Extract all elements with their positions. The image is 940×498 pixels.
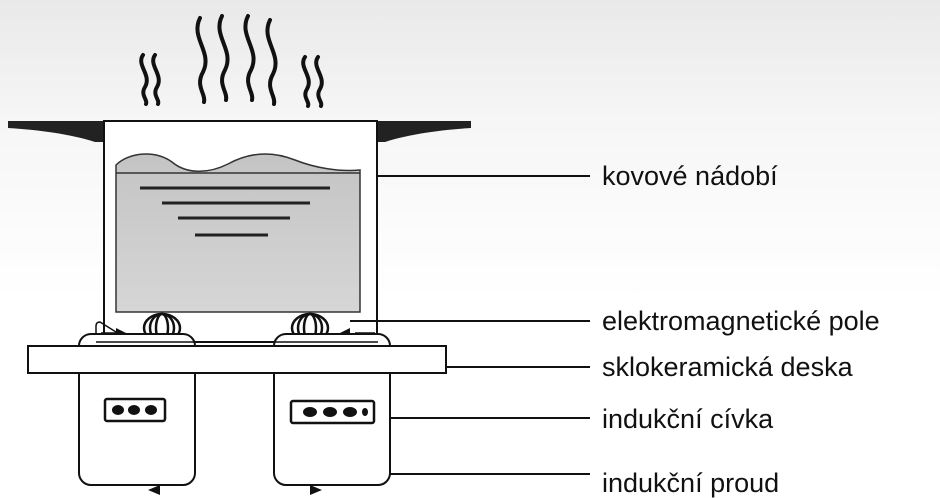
label-glass: sklokeramická deska xyxy=(602,352,854,382)
steam-icon xyxy=(139,14,324,108)
label-pot: kovové nádobí xyxy=(602,161,778,191)
label-current: indukční proud xyxy=(602,468,779,498)
arrow-right-bottom-icon xyxy=(310,485,322,495)
liquid-level-lines xyxy=(140,186,330,237)
label-field: elektromagnetické pole xyxy=(602,306,880,336)
arrow-left-bottom-icon xyxy=(148,485,160,495)
glass-ceramic-plate xyxy=(27,345,447,374)
leader-lines xyxy=(350,175,590,475)
label-coil: indukční cívka xyxy=(602,404,774,434)
pot-handles xyxy=(8,121,471,142)
liquid-in-pot xyxy=(115,153,361,313)
